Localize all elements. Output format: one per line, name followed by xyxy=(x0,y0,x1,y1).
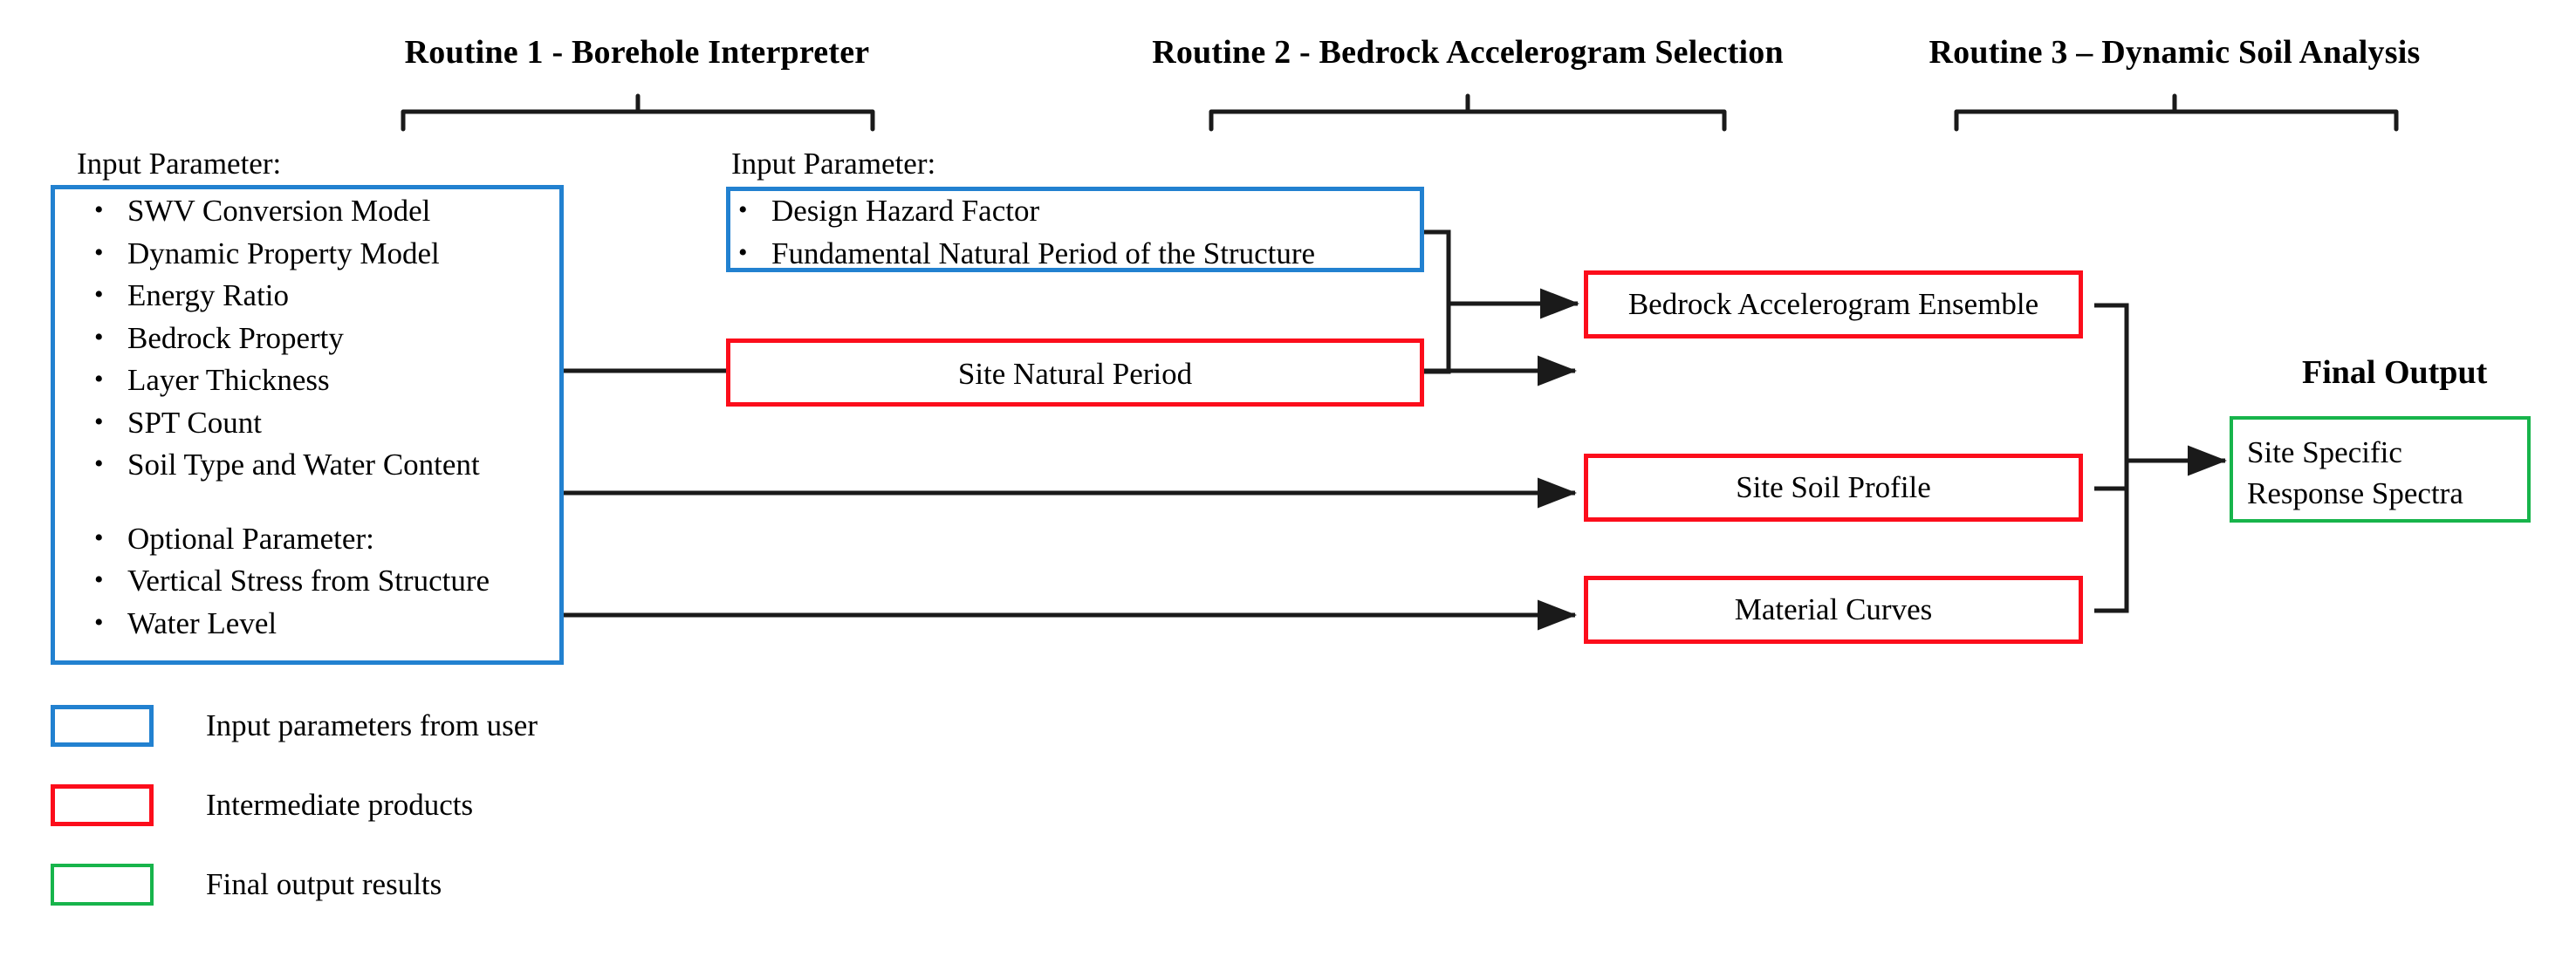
list-item: Vertical Stress from Structure xyxy=(89,559,560,603)
bedrock-accelerogram-ensemble-label: Bedrock Accelerogram Ensemble xyxy=(1627,287,2039,321)
list-item: Fundamental Natural Period of the Struct… xyxy=(733,232,1422,276)
legend-label-final-output: Final output results xyxy=(206,867,442,901)
list-item: SPT Count xyxy=(89,401,560,445)
routine-title-2: Routine 2 - Bedrock Accelerogram Selecti… xyxy=(1152,34,1784,71)
merge-bracket-routine2 xyxy=(1421,229,1451,374)
legend-swatch-input-parameters xyxy=(51,705,154,747)
legend-label-input-parameters: Input parameters from user xyxy=(206,708,538,742)
list-item: Layer Thickness xyxy=(89,359,560,402)
routine-2-brace xyxy=(1209,93,1727,132)
routine-3-brace xyxy=(1954,93,2399,132)
routine2-parameter-list: Design Hazard Factor Fundamental Natural… xyxy=(733,189,1422,276)
list-spacer xyxy=(89,487,560,518)
material-curves-box[interactable]: Material Curves xyxy=(1584,576,2083,644)
routine2-input-parameter-label: Input Parameter: xyxy=(731,147,936,181)
site-specific-response-spectra-box[interactable]: Site Specific Response Spectra xyxy=(2230,416,2531,523)
legend-swatch-final-output xyxy=(51,864,154,906)
final-output-line-1: Site Specific xyxy=(2247,435,2402,469)
final-output-line-2: Response Spectra xyxy=(2247,476,2463,510)
routine1-input-parameter-label: Input Parameter: xyxy=(77,147,282,181)
list-item: Design Hazard Factor xyxy=(733,189,1422,233)
final-output-title: Final Output xyxy=(2302,354,2488,391)
list-item: Energy Ratio xyxy=(89,274,560,318)
bedrock-accelerogram-ensemble-box[interactable]: Bedrock Accelerogram Ensemble xyxy=(1584,270,2083,338)
site-soil-profile-label: Site Soil Profile xyxy=(1736,470,1931,504)
routine1-parameter-list: SWV Conversion Model Dynamic Property Mo… xyxy=(89,189,560,646)
list-item: Optional Parameter: xyxy=(89,517,560,561)
routine-title-1: Routine 1 - Borehole Interpreter xyxy=(404,34,870,71)
site-soil-profile-box[interactable]: Site Soil Profile xyxy=(1584,454,2083,522)
list-item: Soil Type and Water Content xyxy=(89,443,560,487)
site-natural-period-label: Site Natural Period xyxy=(957,357,1193,391)
list-item: SWV Conversion Model xyxy=(89,189,560,233)
list-item: Bedrock Property xyxy=(89,317,560,360)
legend-label-intermediate-products: Intermediate products xyxy=(206,788,474,822)
routine-title-3: Routine 3 – Dynamic Soil Analysis xyxy=(1929,34,2421,71)
routine-1-brace xyxy=(401,93,875,132)
legend-swatch-intermediate-products xyxy=(51,784,154,826)
list-item: Dynamic Property Model xyxy=(89,232,560,276)
site-natural-period-box[interactable]: Site Natural Period xyxy=(726,338,1424,407)
material-curves-label: Material Curves xyxy=(1734,592,1933,626)
merge-bracket-routine3 xyxy=(2094,303,2129,613)
list-item: Water Level xyxy=(89,602,560,646)
